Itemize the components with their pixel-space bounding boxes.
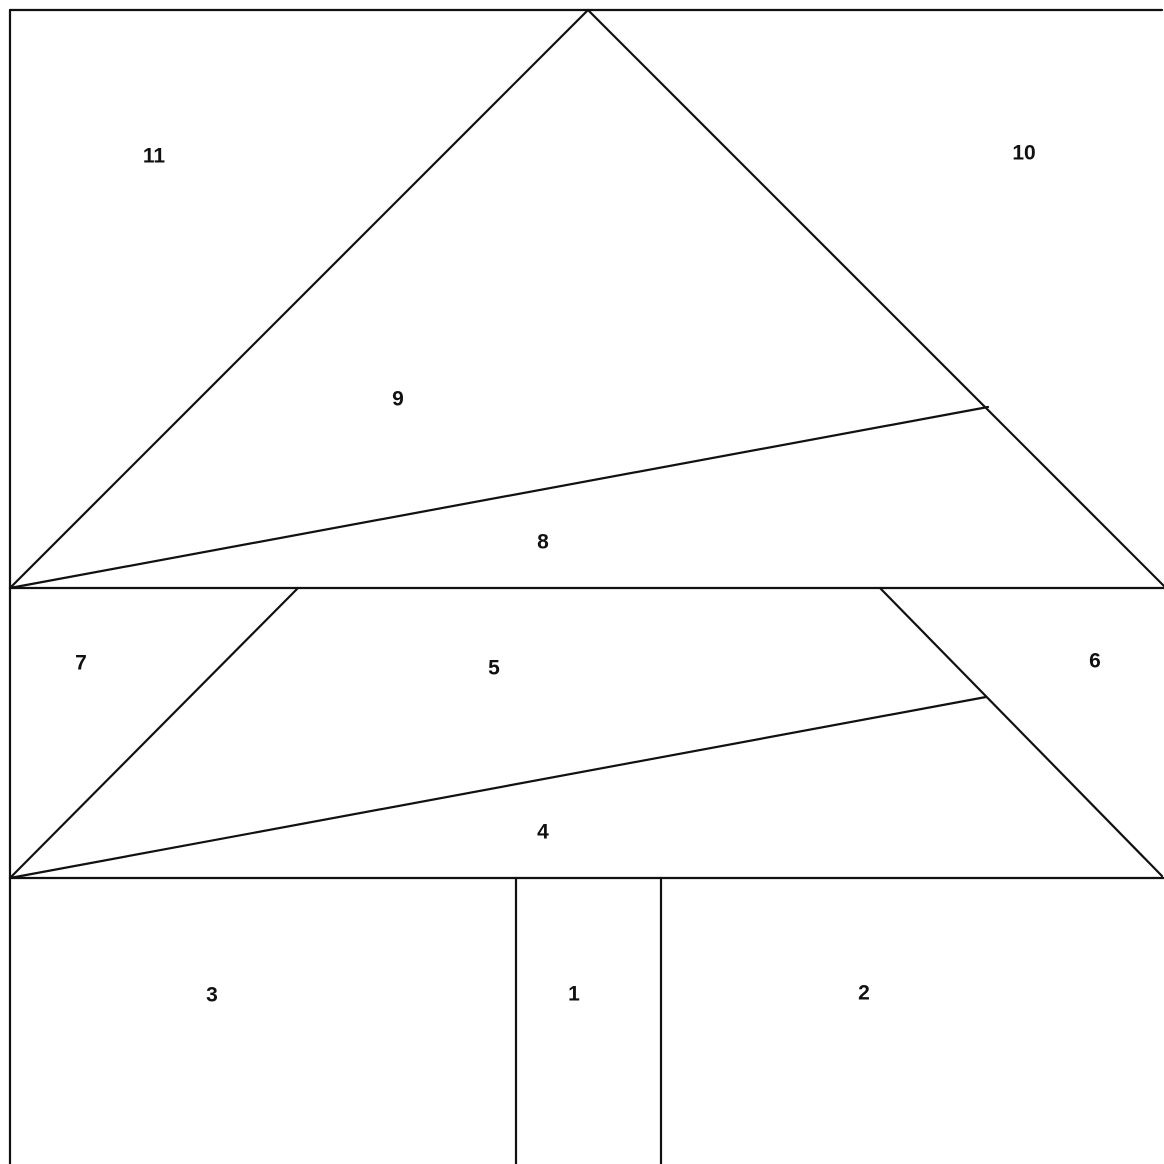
piece-label-8: 8	[537, 531, 549, 554]
piece-label-4: 4	[537, 821, 549, 844]
piece-label-7: 7	[75, 652, 87, 675]
piece-label-9: 9	[392, 388, 404, 411]
trapezoid-right-edge	[878, 586, 1164, 878]
piece-label-5: 5	[488, 657, 500, 680]
big-triangle-left-edge	[8, 8, 590, 590]
big-triangle-right-edge	[586, 8, 1164, 588]
trapezoid-diagonal	[8, 695, 988, 880]
piece-label-6: 6	[1089, 650, 1101, 673]
trapezoid-left-edge	[8, 586, 300, 880]
piece-label-2: 2	[858, 982, 870, 1005]
big-triangle-diagonal	[8, 405, 990, 590]
piece-label-3: 3	[206, 984, 218, 1007]
piece-label-10: 10	[1012, 142, 1035, 165]
piece-label-1: 1	[568, 983, 580, 1006]
piece-label-11: 11	[143, 145, 166, 168]
